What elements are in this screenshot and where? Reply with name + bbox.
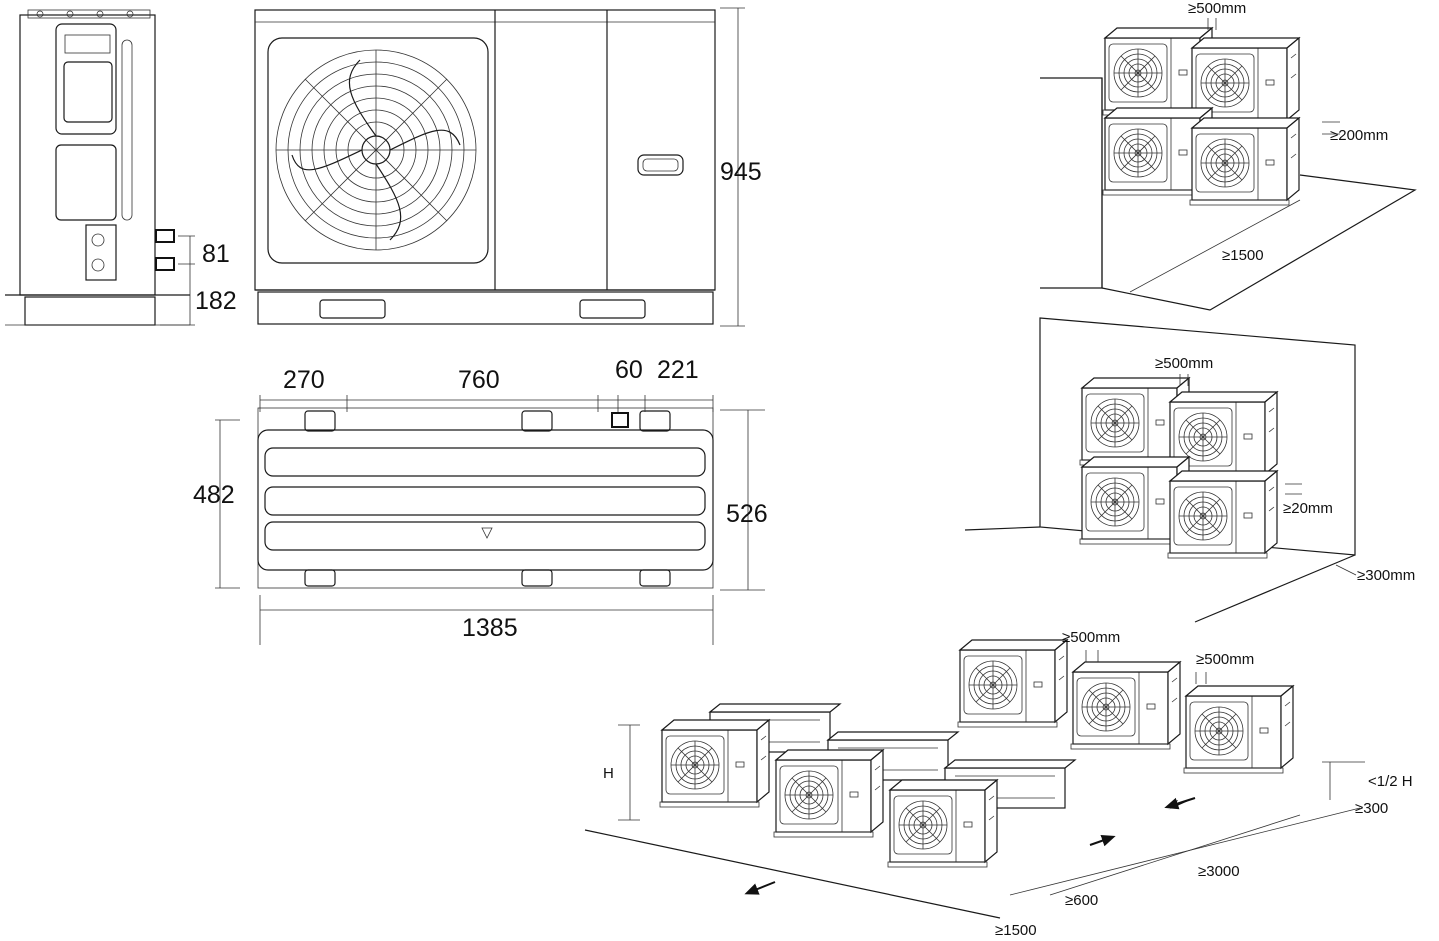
clearance3-back: ≥300 — [1355, 800, 1388, 817]
clearance1-vertical-gap: ≥200mm — [1330, 127, 1388, 144]
clearance3-row-back: ≥600 — [1065, 892, 1098, 909]
clearance-rows-drawing — [584, 640, 1365, 919]
front-view-drawing — [254, 7, 745, 327]
dim-depth-outer: 526 — [726, 500, 768, 528]
dim-pipe-spacing: 81 — [202, 240, 230, 268]
clearance2-vertical-gap: ≥20mm — [1283, 500, 1333, 517]
clearance3-row-spacing: ≥3000 — [1198, 863, 1240, 880]
clearance2-side-gap: ≥500mm — [1155, 355, 1213, 372]
clearance1-side-gap: ≥500mm — [1188, 0, 1246, 17]
clearance3-wall-limit: <1/2 H — [1368, 773, 1413, 790]
dim-mount-60: 60 — [615, 356, 643, 384]
side-view-drawing — [5, 9, 195, 326]
clearance3-side-gap-a: ≥500mm — [1062, 629, 1120, 646]
dim-mount-221: 221 — [657, 356, 699, 384]
clearance-stacked-corner-drawing — [1040, 18, 1417, 311]
dim-depth-inner: 482 — [193, 481, 235, 509]
clearance2-back: ≥300mm — [1357, 567, 1415, 584]
clearance-stacked-wall-drawing — [964, 317, 1357, 623]
dim-width: 1385 — [462, 614, 518, 642]
top-view-drawing — [215, 395, 765, 645]
clearance3-side-gap-b: ≥500mm — [1196, 651, 1254, 668]
dim-mount-760: 760 — [458, 366, 500, 394]
clearance1-front: ≥1500 — [1222, 247, 1264, 264]
clearance3-wall-height: H — [603, 765, 614, 782]
dim-height: 945 — [720, 158, 762, 186]
dim-mount-270: 270 — [283, 366, 325, 394]
dim-base-height: 182 — [195, 287, 237, 315]
clearance3-front: ≥1500 — [995, 922, 1037, 939]
